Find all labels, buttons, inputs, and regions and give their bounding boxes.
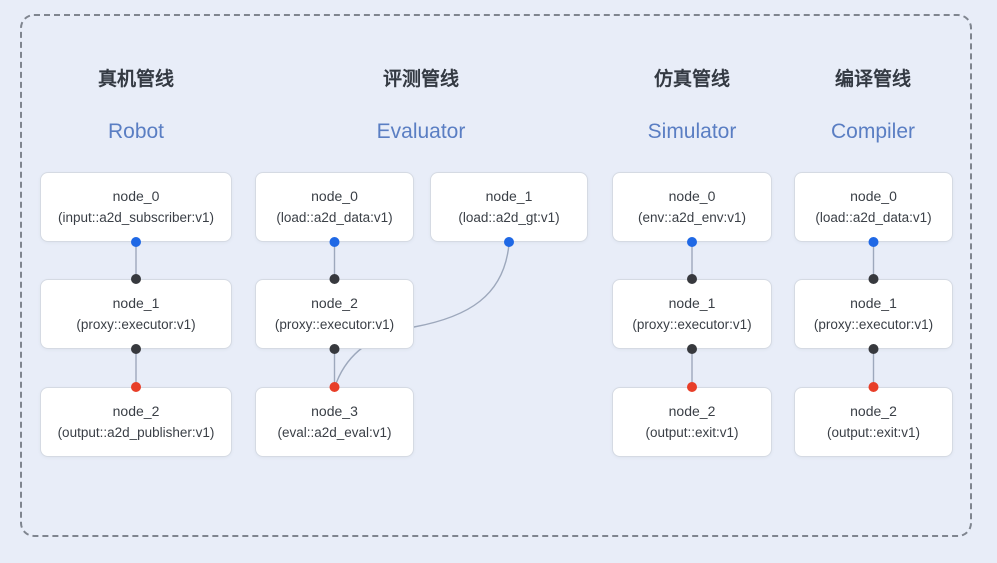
- node-simulator-1: node_1 (proxy::executor:v1): [612, 279, 772, 349]
- node-type: (output::a2d_publisher:v1): [57, 425, 215, 440]
- node-robot-0: node_0 (input::a2d_subscriber:v1): [40, 172, 232, 242]
- node-name: node_2: [668, 403, 716, 419]
- pipeline-title-zh-compiler: 编译管线: [834, 69, 911, 90]
- node-type: (load::a2d_data:v1): [276, 210, 393, 225]
- node-type: (eval::a2d_eval:v1): [277, 425, 392, 440]
- node-evaluator-1: node_1 (load::a2d_gt:v1): [430, 172, 588, 242]
- pipeline-title-zh-evaluator: 评测管线: [382, 69, 459, 90]
- node-name: node_2: [311, 295, 358, 311]
- node-name: node_0: [850, 188, 897, 204]
- pipeline-title-en-compiler: Compiler: [830, 120, 916, 143]
- node-robot-1: node_1 (proxy::executor:v1): [40, 279, 232, 349]
- node-simulator-0: node_0 (env::a2d_env:v1): [612, 172, 772, 242]
- node-name: node_2: [112, 403, 160, 419]
- node-simulator-2: node_2 (output::exit:v1): [612, 387, 772, 457]
- node-compiler-0: node_0 (load::a2d_data:v1): [794, 172, 953, 242]
- pipeline-title-en-simulator: Simulator: [647, 120, 737, 143]
- node-name: node_0: [112, 188, 160, 204]
- node-name: node_1: [485, 188, 533, 204]
- node-type: (output::exit:v1): [645, 425, 739, 440]
- node-name: node_3: [311, 403, 358, 419]
- node-evaluator-2: node_2 (proxy::executor:v1): [255, 279, 414, 349]
- node-compiler-2: node_2 (output::exit:v1): [794, 387, 953, 457]
- node-type: (proxy::executor:v1): [813, 317, 934, 332]
- dashed-frame: [20, 14, 972, 537]
- node-name: node_2: [850, 403, 897, 419]
- node-evaluator-3: node_3 (eval::a2d_eval:v1): [255, 387, 414, 457]
- node-compiler-1: node_1 (proxy::executor:v1): [794, 279, 953, 349]
- node-type: (load::a2d_gt:v1): [458, 210, 560, 225]
- node-type: (load::a2d_data:v1): [815, 210, 932, 225]
- node-type: (output::exit:v1): [826, 425, 921, 440]
- node-type: (proxy::executor:v1): [76, 317, 196, 332]
- node-name: node_0: [311, 188, 358, 204]
- node-type: (proxy::executor:v1): [274, 317, 395, 332]
- pipeline-title-zh-simulator: 仿真管线: [653, 69, 730, 90]
- node-type: (input::a2d_subscriber:v1): [57, 210, 215, 225]
- node-name: node_0: [668, 188, 716, 204]
- node-robot-2: node_2 (output::a2d_publisher:v1): [40, 387, 232, 457]
- node-type: (proxy::executor:v1): [632, 317, 752, 332]
- node-name: node_1: [850, 295, 897, 311]
- pipeline-title-zh-robot: 真机管线: [97, 69, 174, 90]
- node-type: (env::a2d_env:v1): [637, 210, 747, 225]
- node-name: node_1: [112, 295, 160, 311]
- node-evaluator-0: node_0 (load::a2d_data:v1): [255, 172, 414, 242]
- pipeline-title-en-evaluator: Evaluator: [376, 120, 466, 143]
- pipeline-title-en-robot: Robot: [107, 120, 165, 143]
- node-name: node_1: [668, 295, 716, 311]
